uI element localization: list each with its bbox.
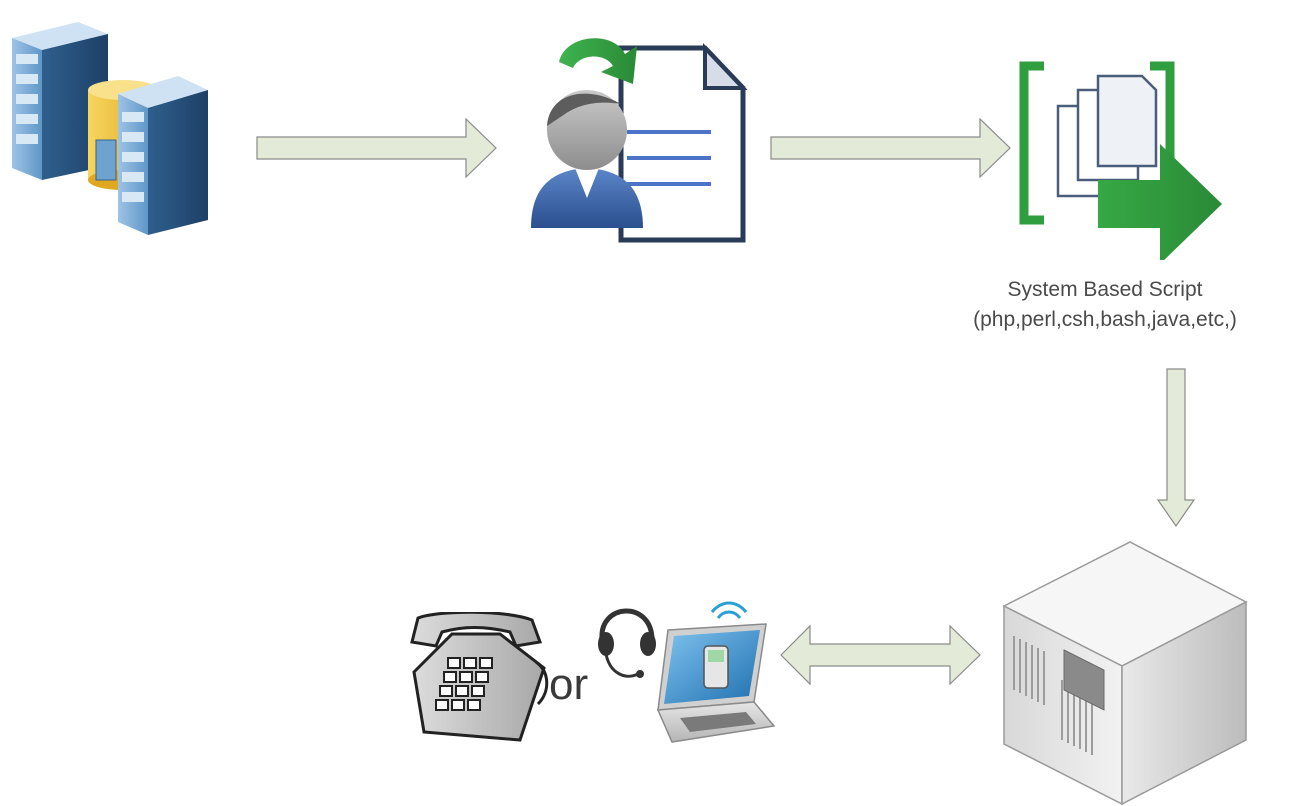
script-caption-title: System Based Script — [1007, 278, 1203, 301]
flow-arrow-right — [770, 117, 1012, 183]
or-label: or — [549, 660, 589, 709]
script-copy-icon — [1018, 60, 1228, 260]
flow-arrow-bidirectional — [780, 620, 982, 695]
flow-arrow-right — [256, 117, 498, 183]
user-document-icon — [525, 28, 750, 248]
database-server-icon — [8, 20, 238, 240]
script-caption-languages: (php,perl,csh,bash,java,etc,) — [973, 308, 1237, 331]
server-tower-icon — [1000, 540, 1250, 806]
laptop-headset-icon — [596, 594, 776, 754]
flow-arrow-down — [1156, 368, 1196, 533]
script-caption: System Based Script (php,perl,csh,bash,j… — [905, 275, 1305, 335]
desk-phone-icon — [404, 612, 554, 742]
